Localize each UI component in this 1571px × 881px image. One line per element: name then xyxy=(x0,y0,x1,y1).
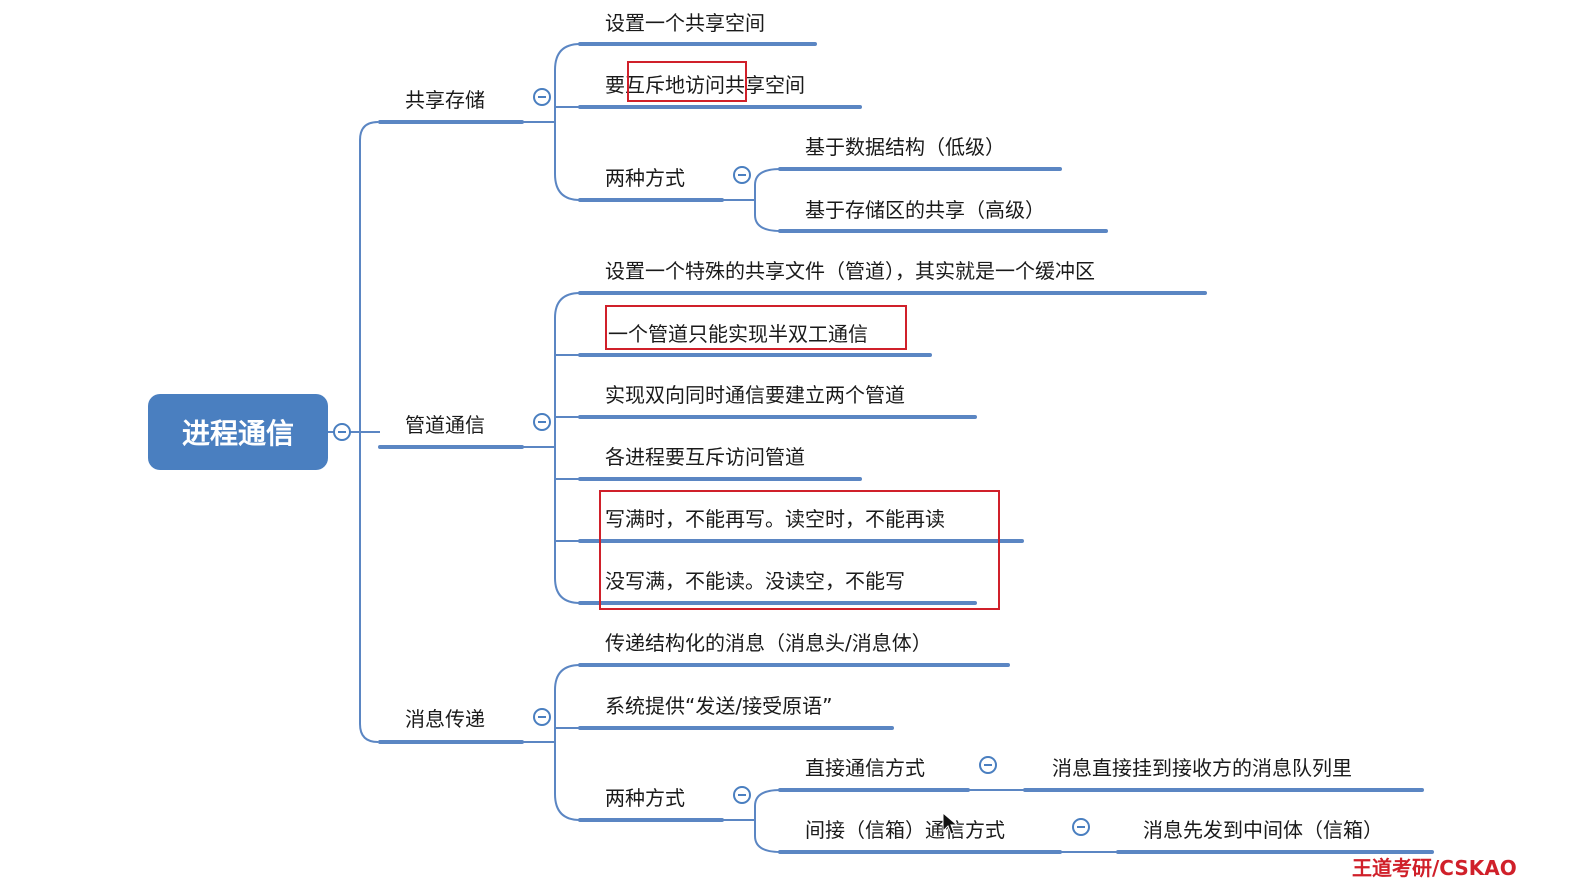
pipe-item[interactable]: 设置一个特殊的共享文件（管道），其实就是一个缓冲区 xyxy=(605,259,1095,283)
indirect-comm-desc[interactable]: 消息先发到中间体（信箱） xyxy=(1143,818,1383,842)
shared-way-item[interactable]: 基于数据结构（低级） xyxy=(805,135,1005,159)
message-two-ways[interactable]: 两种方式 xyxy=(605,786,685,810)
collapse-minus-icon[interactable] xyxy=(533,88,551,106)
pipe-item[interactable]: 一个管道只能实现半双工通信 xyxy=(608,322,868,346)
branch-pipe[interactable]: 管道通信 xyxy=(405,413,485,437)
indirect-comm[interactable]: 间接（信箱）通信方式 xyxy=(805,818,1005,842)
pipe-item[interactable]: 实现双向同时通信要建立两个管道 xyxy=(605,383,905,407)
collapse-minus-icon[interactable] xyxy=(979,756,997,774)
highlight-box xyxy=(605,305,907,350)
direct-comm-desc[interactable]: 消息直接挂到接收方的消息队列里 xyxy=(1052,756,1352,780)
direct-comm[interactable]: 直接通信方式 xyxy=(805,756,925,780)
pipe-item[interactable]: 没写满，不能读。没读空，不能写 xyxy=(605,569,905,593)
collapse-minus-icon[interactable] xyxy=(1072,818,1090,836)
root-label: 进程通信 xyxy=(181,417,294,450)
pipe-item[interactable]: 写满时，不能再写。读空时，不能再读 xyxy=(605,507,945,531)
collapse-minus-icon[interactable] xyxy=(333,423,351,441)
collapse-minus-icon[interactable] xyxy=(533,413,551,431)
watermark-text: 王道考研/CSKAO xyxy=(1352,856,1517,880)
message-item[interactable]: 系统提供“发送/接受原语” xyxy=(605,694,833,718)
collapse-minus-icon[interactable] xyxy=(733,166,751,184)
pipe-item[interactable]: 各进程要互斥访问管道 xyxy=(605,445,805,469)
shared-two-ways[interactable]: 两种方式 xyxy=(605,166,685,190)
root-node[interactable] xyxy=(148,394,328,470)
message-item[interactable]: 传递结构化的消息（消息头/消息体） xyxy=(605,631,932,655)
branch-shared-memory[interactable]: 共享存储 xyxy=(405,88,485,112)
mouse-cursor-icon xyxy=(942,812,958,835)
branch-message[interactable]: 消息传递 xyxy=(405,707,485,731)
highlight-box xyxy=(627,61,747,102)
shared-memory-item[interactable]: 要互斥地访问共享空间 xyxy=(605,73,805,97)
shared-memory-item[interactable]: 设置一个共享空间 xyxy=(605,11,765,35)
collapse-minus-icon[interactable] xyxy=(733,786,751,804)
highlight-box xyxy=(599,490,1000,610)
collapse-minus-icon[interactable] xyxy=(533,708,551,726)
shared-way-item[interactable]: 基于存储区的共享（高级） xyxy=(805,198,1045,222)
